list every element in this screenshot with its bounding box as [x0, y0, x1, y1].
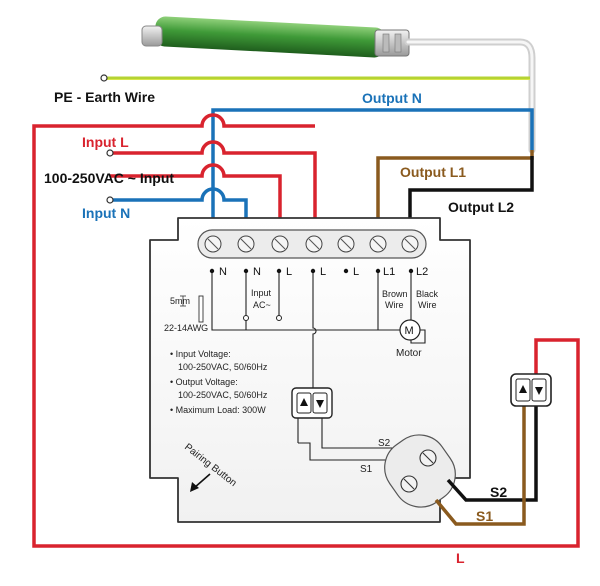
terminal-label-n2: N	[253, 266, 261, 278]
wire-gauge: 22-14AWG	[164, 323, 208, 333]
terminal-screw-slot	[207, 238, 219, 250]
output-n-label: Output N	[362, 90, 422, 106]
output-n-wire	[211, 108, 534, 232]
terminal-screw-slot	[274, 238, 286, 250]
input-range-label: 100-250VAC ~ Input	[44, 170, 174, 186]
down-arrow-icon	[535, 387, 543, 395]
input-l-label: Input L	[82, 134, 129, 150]
spec-line: • Maximum Load: 300W	[170, 405, 266, 415]
l-loop-wire	[32, 113, 580, 548]
brown-wire-label-1: Brown	[382, 289, 408, 299]
input-n-wire	[106, 187, 248, 232]
earth-wire	[100, 74, 530, 82]
output-l1-label: Output L1	[400, 164, 466, 180]
input-l-wire	[106, 140, 317, 232]
brown-wire-label-2: Wire	[385, 300, 404, 310]
pe-earth-label: PE - Earth Wire	[54, 89, 155, 105]
input-ac-node-2	[276, 315, 282, 321]
s-terminal-block	[384, 434, 456, 508]
terminal-screw-slot	[240, 238, 252, 250]
terminal-screw-slot	[372, 238, 384, 250]
motor-cable	[404, 38, 536, 154]
internal-schematic	[211, 273, 426, 461]
down-arrow-icon	[316, 400, 324, 408]
terminal-screw-slot	[308, 238, 320, 250]
output-l1-wire	[376, 150, 534, 232]
s1-label: S1	[476, 508, 493, 524]
output-l2-wire	[408, 156, 534, 232]
external-switch	[510, 373, 552, 407]
input-ac-label-1: Input	[251, 288, 272, 298]
s1-wire	[434, 404, 526, 526]
motor-symbol-letter: M	[405, 325, 414, 337]
up-arrow-icon	[519, 385, 527, 393]
terminal-label-l1-in: L	[286, 266, 292, 278]
spec-line: 100-250VAC, 50/60Hz	[178, 362, 268, 372]
terminal-label-l1-out: L1	[383, 266, 395, 278]
terminal-label-l3-in: L	[353, 266, 359, 278]
wire-strip-length: 5mm	[170, 296, 190, 306]
black-wire-label-2: Wire	[418, 300, 437, 310]
terminal-label-n1: N	[219, 266, 227, 278]
terminal-screw-slot	[404, 238, 416, 250]
terminal-screws	[204, 235, 419, 253]
terminal-label-l2-out: L2	[416, 266, 428, 278]
input-n-label: Input N	[82, 205, 130, 221]
terminal-screw-slot	[340, 238, 352, 250]
input-ac-label-2: AC~	[253, 300, 271, 310]
up-arrow-icon	[300, 398, 308, 406]
motor-symbol-icon	[399, 319, 421, 341]
spec-line: • Input Voltage:	[170, 349, 231, 359]
pairing-arrow-icon	[190, 473, 211, 492]
s2-wire	[446, 404, 538, 502]
specifications: • Input Voltage: 100-250VAC, 50/60Hz • O…	[170, 349, 268, 415]
l-bottom-label: L	[456, 550, 465, 566]
spec-line: 100-250VAC, 50/60Hz	[178, 390, 268, 400]
spec-line: • Output Voltage:	[170, 377, 238, 387]
output-l2-label: Output L2	[448, 199, 514, 215]
input-ac-node-1	[243, 315, 249, 321]
s2-label: S2	[490, 484, 507, 500]
wire-strip-icon	[180, 295, 204, 323]
internal-s1-label: S1	[360, 464, 373, 475]
terminal-labels: N N L L L L1 L2	[209, 266, 428, 278]
internal-s2-label: S2	[378, 438, 391, 449]
terminal-label-l2-in: L	[320, 266, 326, 278]
input-l-jumper	[110, 163, 282, 232]
internal-switch	[291, 387, 333, 443]
black-wire-label-1: Black	[416, 289, 439, 299]
motor-label: Motor	[396, 348, 422, 359]
tubular-motor	[141, 16, 410, 58]
